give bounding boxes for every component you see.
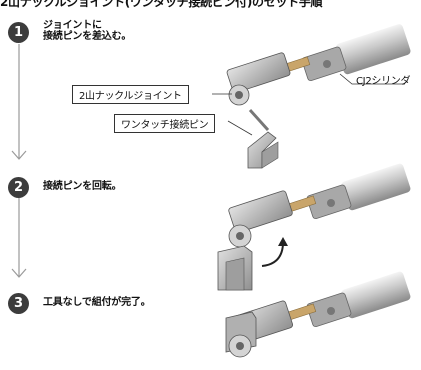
step-1-pin-shaft <box>248 108 270 132</box>
step-3-cylinder-group <box>225 271 411 358</box>
step-1-cylinder-tube <box>336 24 411 75</box>
step-3-nut-bolt <box>327 307 335 315</box>
step-1-knuckle-hole <box>235 91 243 99</box>
step-2-cylinder-group <box>217 163 411 291</box>
step-3-knuckle-hole <box>236 342 244 350</box>
step-2-knuckle-hole <box>236 232 244 240</box>
step-2-line-1: 接続ピンを回転。 <box>43 181 122 192</box>
step-1-line-1: ジョイントに <box>43 20 102 31</box>
step-2-cylinder-tube <box>341 163 411 211</box>
step-1-nut-bolt <box>323 60 331 68</box>
step-2-nut-bolt <box>327 199 335 207</box>
step-3-text: 工具なしで組付が完了。 <box>43 297 151 308</box>
step-2-rotate-arrowhead <box>278 237 288 246</box>
pin-leader-line <box>227 120 253 136</box>
step-1-knuckle-body <box>226 52 291 94</box>
one-touch-pin-label: ワンタッチ接続ピン <box>114 114 216 133</box>
step-3-cylinder-tube <box>341 271 411 319</box>
page-header: 2山ナックルジョイント(ワンタッチ接続ピン付)のセット手順 <box>0 0 323 9</box>
step-2-text: 接続ピンを回転。 <box>43 181 122 192</box>
step-2-badge: 2 <box>8 177 29 198</box>
step-1-pin-clip-side <box>261 141 279 169</box>
cylinder-label: CJ2シリンダ <box>356 76 411 87</box>
step-1-text: ジョイントに 接続ピンを差込む。 <box>43 20 131 42</box>
step-1-badge: 1 <box>8 22 29 43</box>
step-2-rotate-arrow <box>261 243 284 267</box>
step-2-knuckle-body <box>228 190 293 233</box>
step-2-pin-clip-inner <box>225 257 245 291</box>
cylinder-leader-line <box>339 73 405 85</box>
step-1-cylinder-group <box>226 24 411 169</box>
step-3-line-1: 工具なしで組付が完了。 <box>43 297 151 308</box>
knuckle-joint-label: 2山ナックルジョイント <box>72 85 189 104</box>
step-3-badge: 3 <box>8 293 29 314</box>
step-1-line-2: 接続ピンを差込む。 <box>43 31 132 42</box>
